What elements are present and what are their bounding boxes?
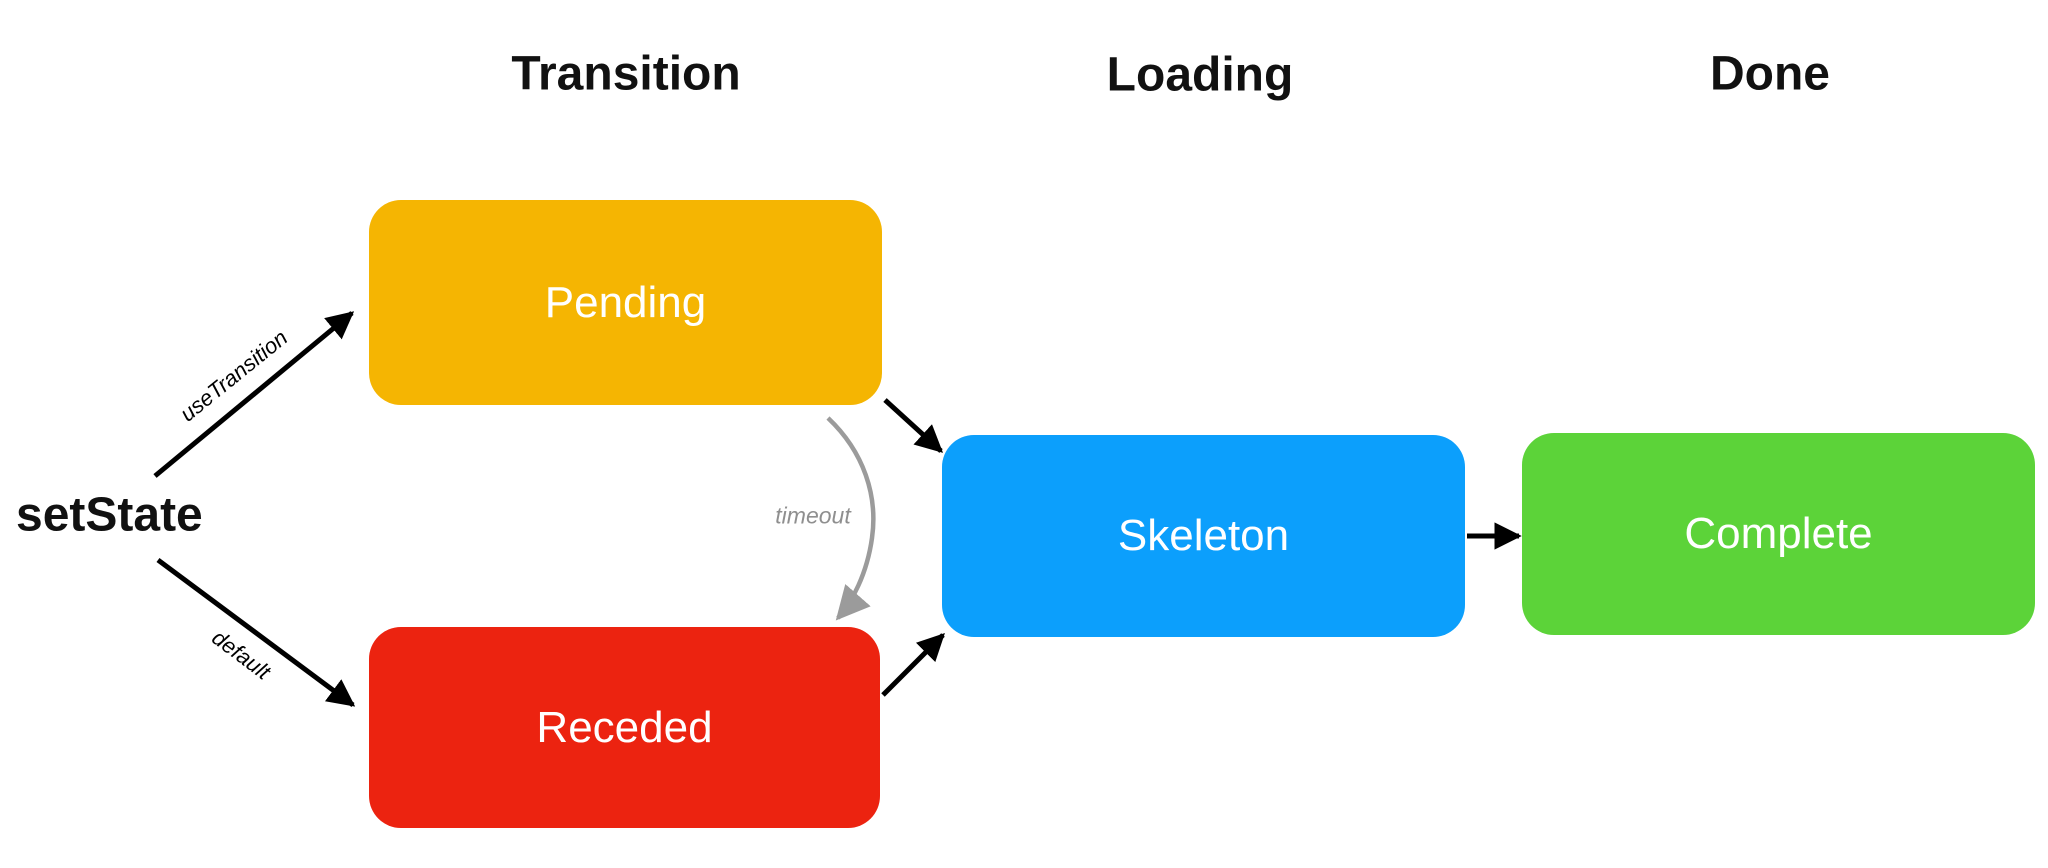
node-receded: Receded — [369, 627, 880, 828]
node-pending: Pending — [369, 200, 882, 405]
node-skeleton: Skeleton — [942, 435, 1465, 637]
setstate-label: setState — [16, 488, 203, 542]
node-skeleton-label: Skeleton — [1117, 511, 1290, 560]
node-complete-label: Complete — [1684, 509, 1873, 558]
edge-label-default: default — [207, 624, 276, 685]
column-header-transition: Transition — [511, 47, 741, 101]
column-header-done: Done — [1710, 47, 1830, 101]
edge-label-timeout: timeout — [775, 502, 851, 529]
edge-label-usetransition: useTransition — [175, 324, 293, 427]
node-receded-label: Receded — [536, 702, 713, 752]
edge-receded-to-skeleton-arrow — [881, 633, 945, 697]
node-pending-label: Pending — [544, 277, 707, 327]
column-header-loading: Loading — [1106, 48, 1294, 102]
edge-pending-to-skeleton-arrow — [883, 398, 944, 453]
edge-default-arrow — [156, 557, 356, 708]
edge-usetransition-arrow — [153, 311, 355, 478]
node-complete: Complete — [1522, 433, 2035, 635]
